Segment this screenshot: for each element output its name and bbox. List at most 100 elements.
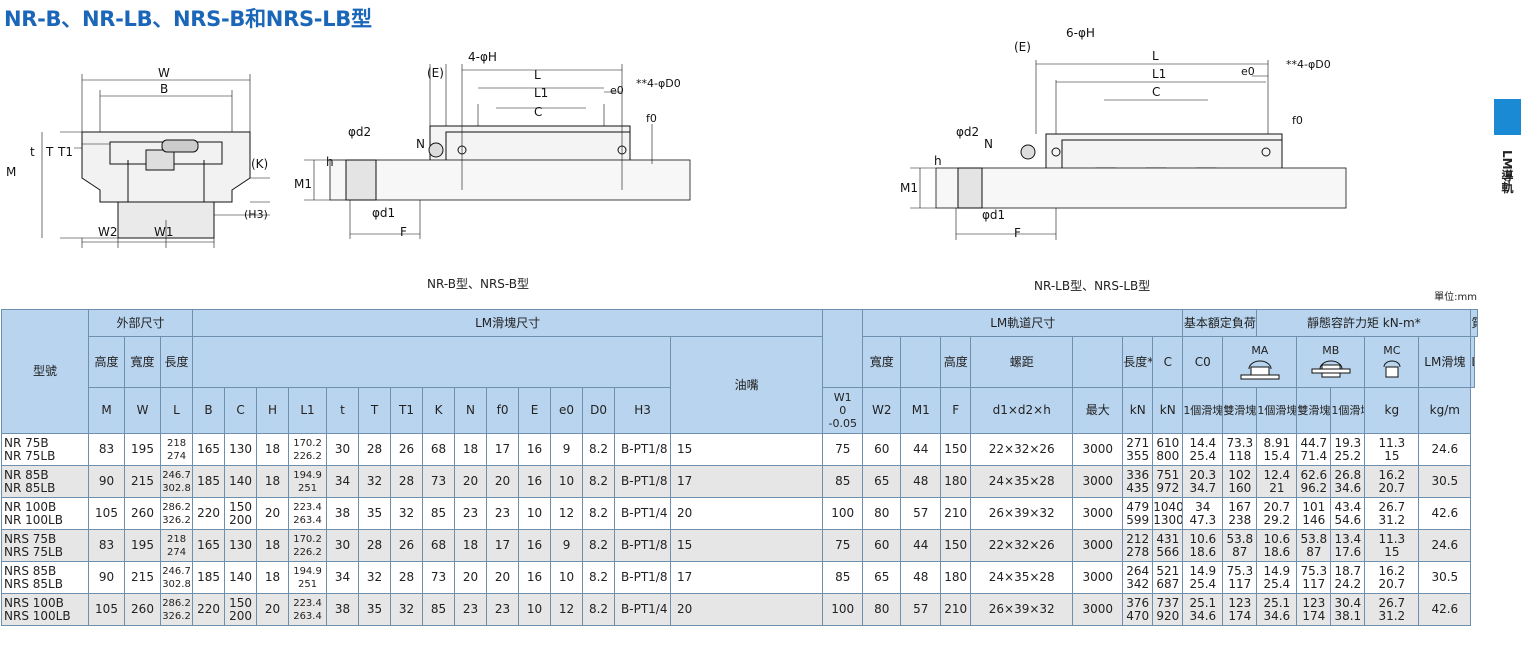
cell-grease: B-PT1/8 — [614, 465, 672, 498]
cell-M1: 48 — [900, 561, 942, 594]
cell-grease: B-PT1/8 — [614, 433, 672, 466]
dim-d2: φd2 — [348, 125, 371, 139]
page-title: NR-B、NR-LB、NRS-B和NRS-LB型 — [4, 7, 372, 31]
cell-e0: 10 — [550, 465, 584, 498]
cell-grease: B-PT1/4 — [614, 593, 672, 626]
lb-dim-d1: φd1 — [982, 208, 1005, 222]
cell-H3: 17 — [670, 465, 824, 498]
cell-M1: 44 — [900, 433, 942, 466]
cell-K: 68 — [422, 433, 456, 466]
dim-D0: **4-φD0 — [636, 77, 681, 90]
cell-Lmax: 3000 — [1072, 593, 1124, 626]
hdr-dd-blank — [1072, 336, 1124, 388]
dim-C: C — [534, 105, 542, 119]
cell-Lmax: 3000 — [1072, 465, 1124, 498]
cell-W1: 85 — [822, 465, 864, 498]
side-view-lb-drawing: 6-φH (E) L L1 C e0 **4-φD0 f0 φd2 N h M1… — [900, 26, 1347, 240]
hdr-moment: 靜態容許力矩 kN-m* — [1256, 309, 1472, 337]
spec-table: 型號 外部尺寸 LM滑塊尺寸 LM軌道尺寸 基本額定負荷 靜態容許力矩 kN-m… — [1, 309, 1478, 626]
cell-T: 35 — [358, 593, 392, 626]
cell-W: 195 — [124, 529, 161, 562]
cell-W: 215 — [124, 561, 161, 594]
cell-M: 105 — [88, 593, 125, 626]
hdr-sym-8: T — [358, 387, 392, 434]
hdr-sym-23: 最大 — [1072, 387, 1124, 434]
cell-W2: 65 — [862, 465, 902, 498]
cell-W1: 75 — [822, 529, 864, 562]
hdr-sym-19: W2 — [862, 387, 902, 434]
cell-D0: 8.2 — [582, 433, 616, 466]
cell-M1: 57 — [900, 593, 942, 626]
dim-T1: T1 — [57, 145, 73, 159]
lb-dim-L1: L1 — [1152, 67, 1166, 81]
cell-dd: 22×32×26 — [970, 433, 1074, 466]
cell-M1: 48 — [900, 465, 942, 498]
cell-H: 18 — [256, 433, 290, 466]
cell-mr: 30.5 — [1418, 561, 1472, 594]
cell-mr: 42.6 — [1418, 593, 1472, 626]
caption-lb-type: NR-LB型、NRS-LB型 — [1034, 279, 1151, 293]
hdr-sym-17: H3 — [614, 387, 672, 434]
hdr-sym-7: t — [326, 387, 360, 434]
cell-E: 16 — [518, 465, 552, 498]
hdr-sym-12: f0 — [486, 387, 520, 434]
cell-H3: 20 — [670, 497, 824, 530]
lb-dim-F: F — [1014, 226, 1021, 240]
hdr-mc: MC — [1364, 336, 1420, 388]
dim-t: t — [30, 145, 35, 159]
dim-W2: W2 — [98, 225, 118, 239]
hdr-sym-20: M1 — [900, 387, 942, 434]
hdr-sym-4: C — [224, 387, 258, 434]
lb-dim-D0: **4-φD0 — [1286, 58, 1331, 71]
moment-mc-icon — [1383, 360, 1401, 377]
hdr-sym-32: kg/m — [1418, 387, 1472, 434]
hdr-sym-1: W — [124, 387, 161, 434]
cell-t: 34 — [326, 465, 360, 498]
cell-T: 32 — [358, 561, 392, 594]
cell-N: 20 — [454, 561, 488, 594]
hdr-rail-mass: LM軌道 — [1470, 336, 1475, 388]
side-view-b-drawing: 4-φH (E) L L1 C e0 **4-φD0 f0 φd2 N h M1… — [294, 50, 691, 239]
cell-W: 260 — [124, 593, 161, 626]
cell-B: 185 — [192, 561, 226, 594]
lb-dim-e0: e0 — [1241, 65, 1255, 78]
cell-T1: 26 — [390, 529, 424, 562]
cell-T1: 28 — [390, 465, 424, 498]
cell-H3: 20 — [670, 593, 824, 626]
lb-dim-E: (E) — [1014, 40, 1031, 54]
cell-e0: 10 — [550, 561, 584, 594]
hdr-sym-30: 1個滑塊 — [1330, 387, 1366, 434]
lb-dim-6H: 6-φH — [1066, 26, 1095, 40]
cell-F: 180 — [940, 561, 972, 594]
cell-B: 185 — [192, 465, 226, 498]
hdr-c: C — [1152, 336, 1184, 388]
hdr-rail-width: 寬度 — [862, 336, 902, 388]
hdr-sym-29: 雙滑塊 — [1296, 387, 1332, 434]
side-tab-marker — [1494, 99, 1521, 135]
cell-H: 18 — [256, 529, 290, 562]
cell-dd: 24×35×28 — [970, 561, 1074, 594]
cell-e0: 9 — [550, 433, 584, 466]
cell-W2: 60 — [862, 433, 902, 466]
